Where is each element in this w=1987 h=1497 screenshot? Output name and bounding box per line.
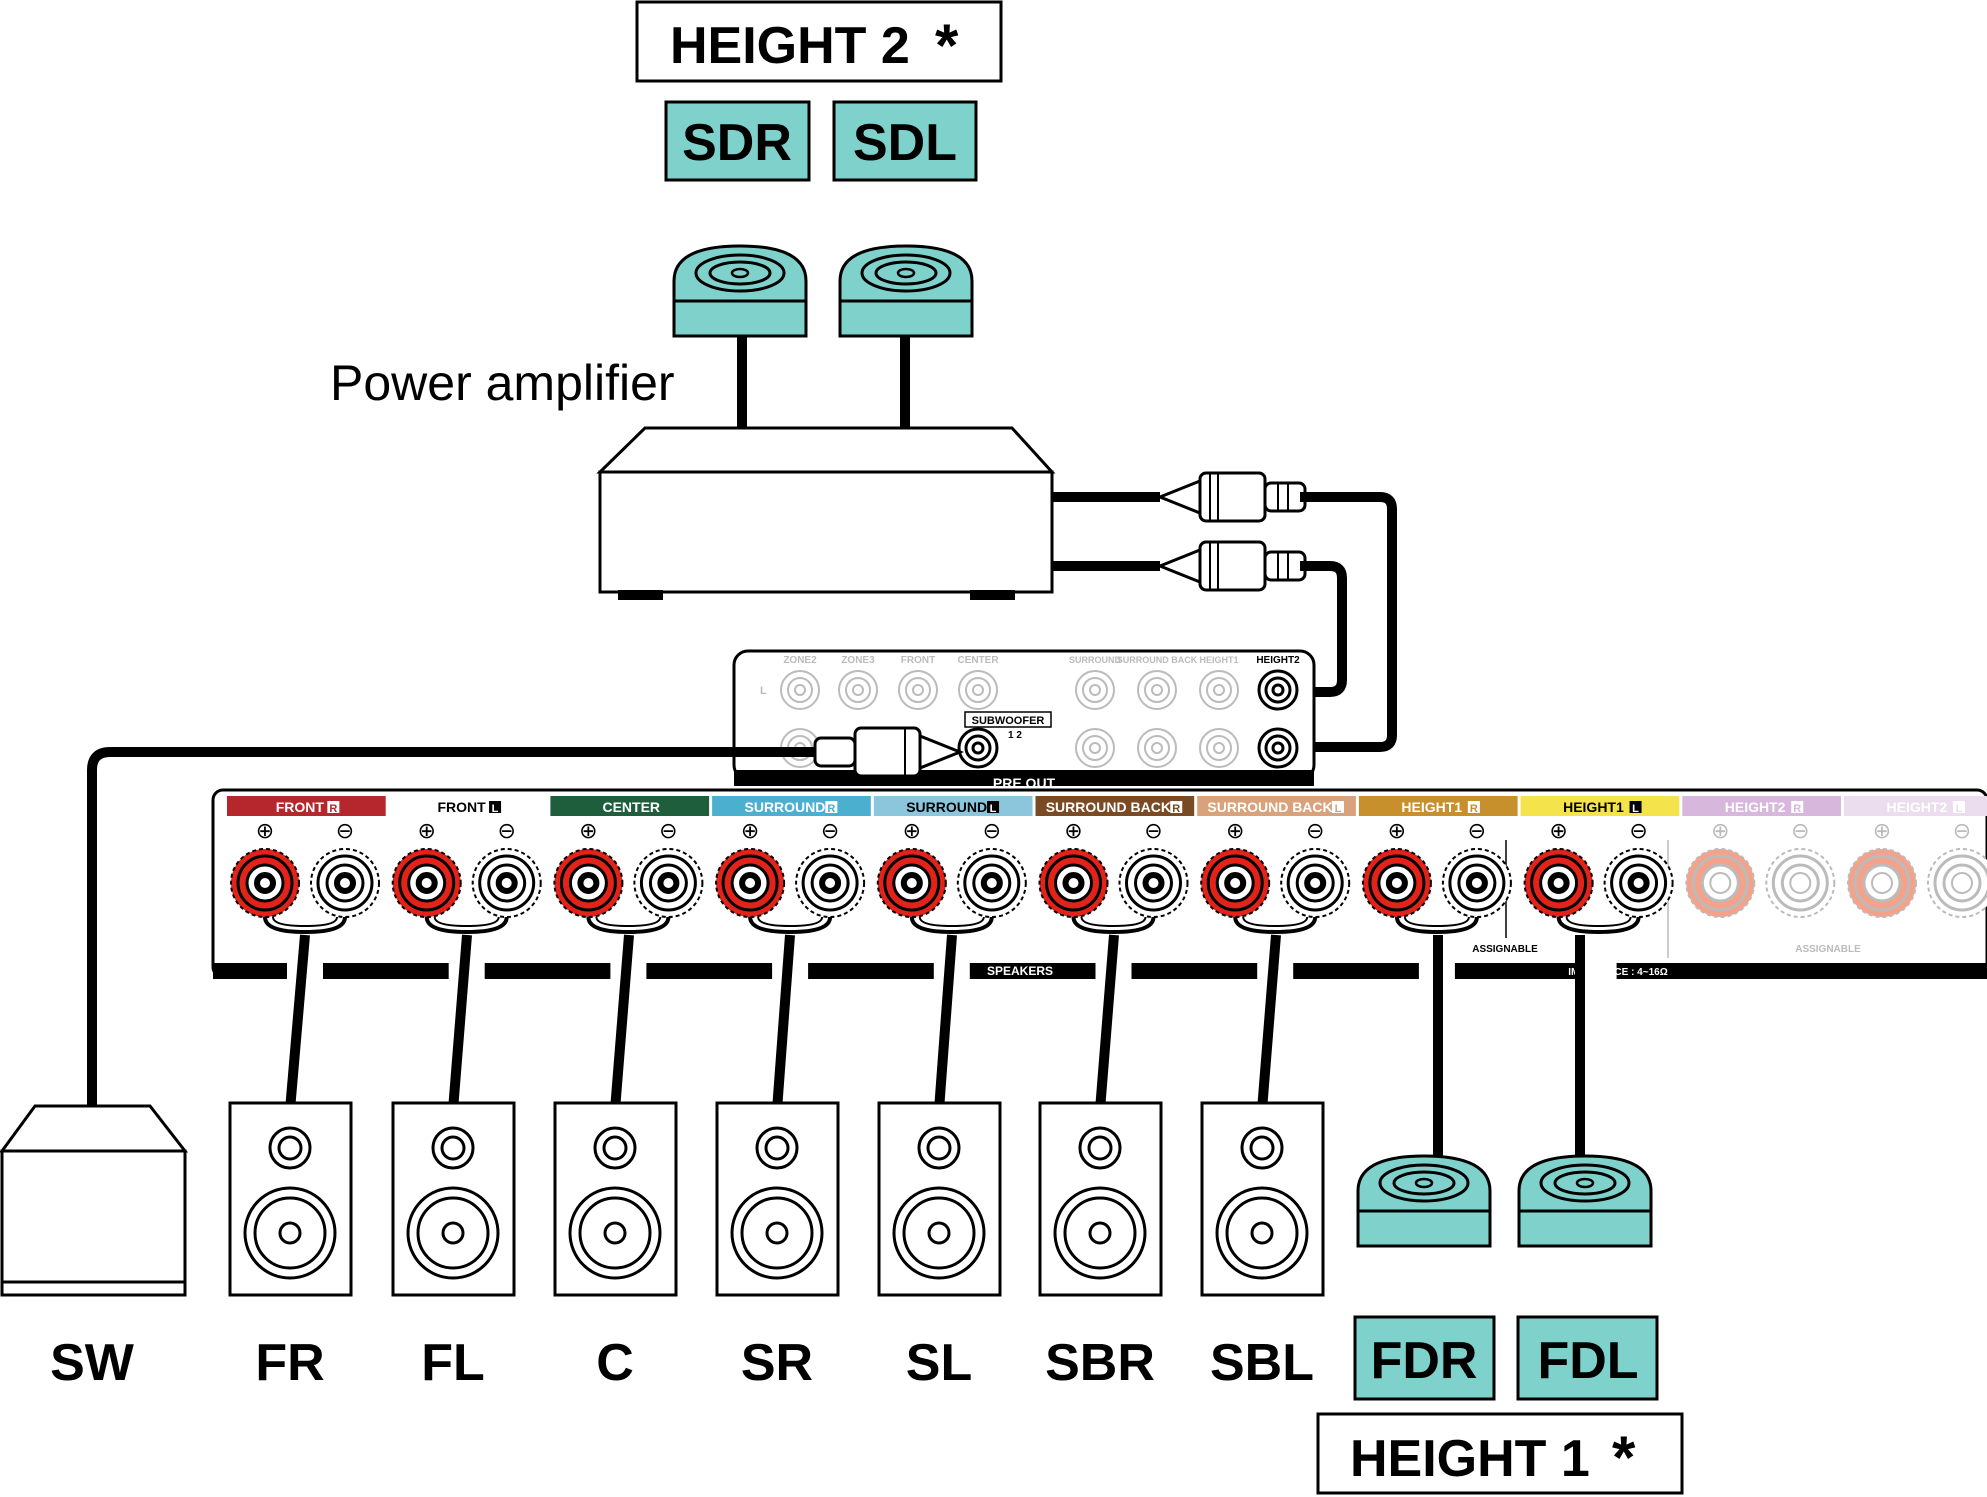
preout-height1-label: HEIGHT1 (1199, 655, 1238, 665)
height2-label: HEIGHT 2 (670, 17, 910, 75)
fdr-label-box: FDR (1353, 1315, 1496, 1401)
plus-symbol: ⊕ (1226, 819, 1244, 844)
floor-speakers (228, 1101, 1325, 1297)
subwoofer-cable (87, 726, 965, 1110)
terminal-header-label: FRONT (276, 799, 325, 815)
terminal-header-label: SURROUND (745, 799, 826, 815)
fdl-label-box: FDL (1516, 1315, 1659, 1401)
speaker-label-fr: FR (255, 1334, 324, 1392)
plus-symbol: ⊕ (256, 819, 274, 844)
terminal-side-label: R (827, 803, 835, 815)
terminal-header-label: FRONT (437, 799, 486, 815)
terminal-header-label: SURROUND BACK (1046, 799, 1171, 815)
terminal-header-label: HEIGHT1 (1401, 799, 1462, 815)
minus-symbol: ⊖ (1791, 819, 1809, 844)
speaker-label-sr: SR (741, 1334, 813, 1392)
pre-out-panel: PRE OUT ZONE2 ZONE3 FRONT CENTER SURROUN… (732, 649, 1316, 791)
plus-symbol: ⊕ (741, 819, 759, 844)
fdl-label: FDL (1537, 1332, 1638, 1390)
minus-symbol: ⊖ (1306, 819, 1324, 844)
speaker-label-sbl: SBL (1210, 1334, 1314, 1392)
power-amplifier-label: Power amplifier (330, 355, 675, 411)
preout-zone3-label: ZONE3 (841, 655, 875, 666)
power-amplifier-icon (596, 426, 1056, 600)
preout-front-label: FRONT (901, 655, 935, 666)
terminal-side-label: R (1172, 803, 1180, 815)
preout-l-label: L (760, 685, 767, 697)
height2-label-box: HEIGHT 2 * (635, 0, 1003, 83)
speaker-label-c: C (596, 1334, 634, 1392)
terminal-header-label: HEIGHT2 (1887, 799, 1948, 815)
sdr-label-box: SDR (664, 100, 811, 182)
height1-label: HEIGHT 1 (1350, 1430, 1590, 1488)
terminal-header-label: SURROUND BACK (1207, 799, 1332, 815)
terminal-side-label: R (1793, 803, 1801, 815)
preout-surround-back-label: SURROUND BACK (1117, 655, 1198, 665)
preout-surround-label: SURROUND (1069, 655, 1122, 665)
terminal-side-label: R (1470, 803, 1478, 815)
terminal-header-label: HEIGHT1 (1563, 799, 1624, 815)
height1-label-box: HEIGHT 1 * (1316, 1412, 1684, 1495)
plus-symbol: ⊕ (1388, 819, 1406, 844)
sdl-speaker-icon (838, 244, 974, 338)
terminal-side-label: L (990, 803, 997, 815)
height1-asterisk: * (1612, 1424, 1636, 1491)
plus-symbol: ⊕ (579, 819, 597, 844)
speakers-label: SPEAKERS (987, 964, 1053, 978)
speaker-label-sbr: SBR (1045, 1334, 1155, 1392)
terminal-header-label: HEIGHT2 (1725, 799, 1786, 815)
amp-rca-cables (1052, 471, 1397, 752)
minus-symbol: ⊖ (336, 819, 354, 844)
minus-symbol: ⊖ (497, 819, 515, 844)
preout-zone2-label: ZONE2 (783, 655, 817, 666)
terminal-side-label: L (492, 803, 499, 815)
minus-symbol: ⊖ (821, 819, 839, 844)
fdl-speaker-icon (1517, 1154, 1653, 1248)
minus-symbol: ⊖ (983, 819, 1001, 844)
plus-symbol: ⊕ (903, 819, 921, 844)
terminal-side-label: L (1335, 803, 1342, 815)
bottom-labels: SW FR FL C SR SL SBR SBL (50, 1334, 1314, 1392)
sdr-speaker-icon (672, 244, 808, 338)
plus-symbol: ⊕ (417, 819, 435, 844)
minus-symbol: ⊖ (1953, 819, 1971, 844)
assignable-label-1: ASSIGNABLE (1472, 944, 1538, 955)
speaker-label-sw: SW (50, 1334, 135, 1392)
sdl-label-box: SDL (832, 100, 978, 182)
height2-asterisk: * (935, 12, 959, 79)
impedance-label: IMPEDANCE : 4~16Ω (1568, 967, 1667, 978)
height2-speaker-cables (737, 336, 910, 430)
speaker-cables (285, 934, 1585, 1160)
minus-symbol: ⊖ (1629, 819, 1647, 844)
subwoofer-icon (0, 1104, 189, 1297)
assignable-label-2: ASSIGNABLE (1795, 944, 1861, 955)
minus-symbol: ⊖ (1144, 819, 1162, 844)
sdr-label: SDR (682, 114, 792, 172)
terminal-side-label: L (1632, 803, 1639, 815)
fdr-speaker-icon (1356, 1154, 1492, 1248)
terminal-header-label: SURROUND (906, 799, 987, 815)
minus-symbol: ⊖ (1468, 819, 1486, 844)
pre-out-label: PRE OUT (993, 775, 1056, 791)
speaker-terminal-strip: SPEAKERS IMPEDANCE : 4~16Ω ASSIGNABLE AS… (211, 788, 1987, 979)
plus-symbol: ⊕ (1064, 819, 1082, 844)
plus-symbol: ⊕ (1873, 819, 1891, 844)
minus-symbol: ⊖ (659, 819, 677, 844)
plus-symbol: ⊕ (1711, 819, 1729, 844)
terminal-side-label: L (1956, 803, 1963, 815)
sdl-label: SDL (853, 114, 957, 172)
speaker-label-sl: SL (906, 1334, 972, 1392)
preout-subwoofer-label: SUBWOOFER (972, 715, 1045, 727)
terminal-side-label: R (329, 803, 337, 815)
plus-symbol: ⊕ (1549, 819, 1567, 844)
fdr-label: FDR (1371, 1332, 1478, 1390)
terminal-header-label: CENTER (602, 799, 660, 815)
preout-subwoofer-numbers: 1 2 (1008, 730, 1022, 741)
preout-center-label: CENTER (957, 655, 999, 666)
speaker-label-fl: FL (421, 1334, 485, 1392)
preout-height2-label: HEIGHT2 (1256, 655, 1300, 666)
